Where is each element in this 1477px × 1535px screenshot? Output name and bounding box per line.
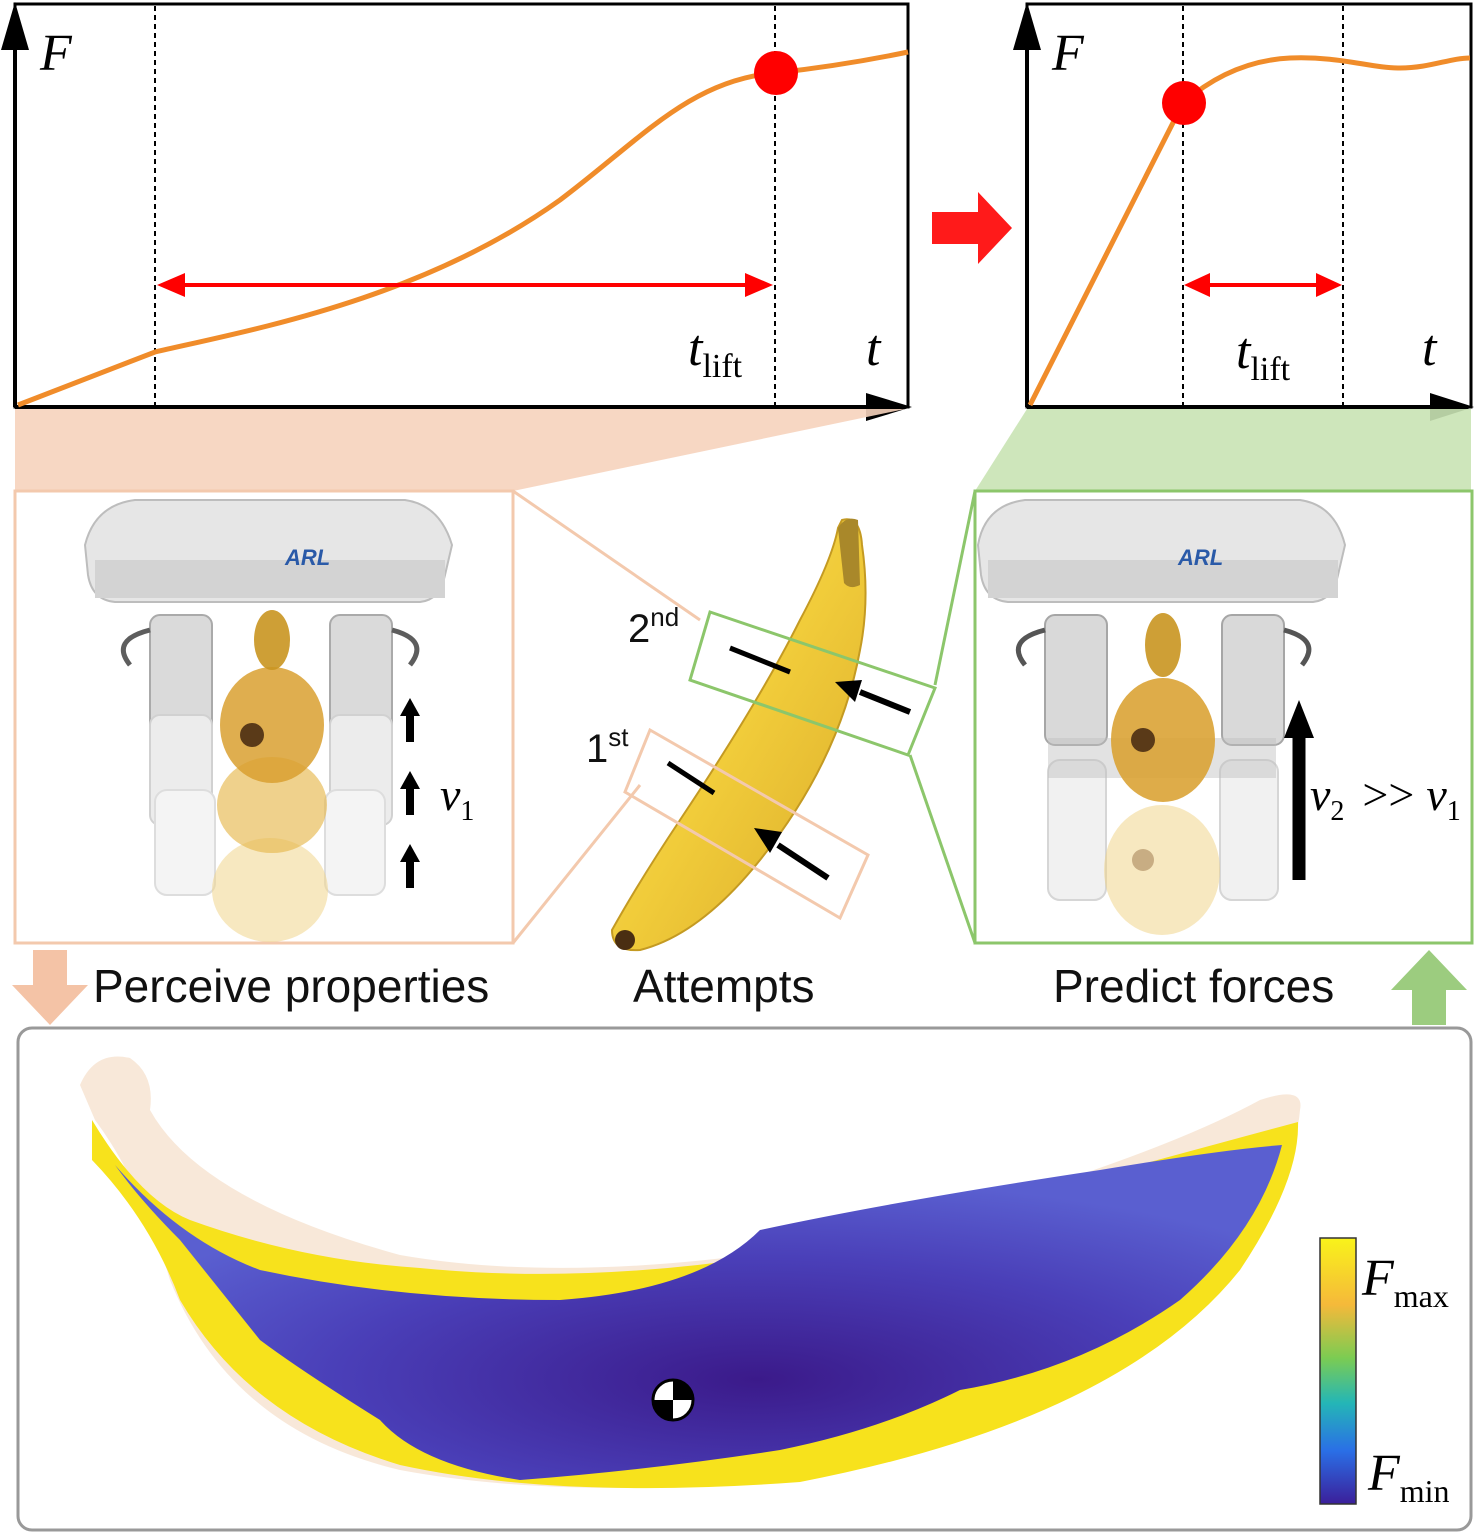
attempts-illustration: 2nd 1st — [511, 489, 977, 952]
left-finger-right-ghost2 — [324, 789, 386, 896]
right-panel-link-top — [933, 490, 977, 686]
left-gripper-panel: ARL v1 — [13, 489, 515, 945]
right-gripper-brand: ARL — [1177, 545, 1223, 570]
right-banana-ghost — [1104, 805, 1220, 935]
right-velocity-arrowhead — [1284, 700, 1314, 738]
attempt-first-box — [623, 727, 870, 921]
right-banana-ghost-tip — [1132, 849, 1154, 871]
left-finger-left-ghost2 — [154, 789, 216, 896]
left-banana-ghost-middle — [217, 757, 327, 853]
right-velocity-label: v2>>v1 — [1310, 769, 1461, 827]
right-banana-main — [1111, 678, 1215, 802]
right-chart-lift-point — [1162, 81, 1206, 125]
right-chart-interval-label: tlift — [1236, 323, 1291, 388]
right-gripper-panel: ARL v2>>v1 — [973, 489, 1474, 945]
force-map-panel: Fmax Fmin — [16, 1026, 1473, 1532]
left-chart-y-label: F — [39, 25, 73, 82]
right-panel-link-bottom — [908, 754, 977, 944]
attempt-second-finger-line — [729, 645, 791, 675]
colorbar-max-label: Fmax — [1361, 1250, 1449, 1314]
left-gripper-brand: ARL — [284, 545, 330, 570]
right-banana-tip — [1131, 728, 1155, 752]
attempt-first-finger-line — [666, 760, 716, 796]
perceive-down-arrow — [12, 950, 88, 1025]
transition-arrow — [932, 192, 1012, 264]
left-velocity-arrows — [400, 698, 420, 888]
predict-up-arrow — [1391, 950, 1467, 1025]
colorbar-min-label: Fmin — [1367, 1445, 1450, 1509]
right-chart-x-label: t — [1422, 320, 1438, 377]
left-banana-stem — [254, 610, 290, 670]
left-banana-main — [220, 667, 324, 783]
attempt-second-arrowhead — [835, 680, 862, 702]
left-force-chart: F t tlift — [1, 2, 912, 421]
left-connector-band — [15, 409, 905, 491]
right-chart-y-arrowhead — [1013, 2, 1041, 50]
left-finger-cable — [120, 627, 420, 667]
right-finger-right — [1221, 614, 1285, 746]
right-chart-interval-arrowhead-left — [1184, 273, 1210, 297]
right-banana-stem — [1145, 613, 1181, 677]
left-chart-interval-arrowhead-left — [157, 273, 185, 297]
force-map-low-force-region — [115, 1145, 1282, 1480]
attempt-second-force-arrow — [858, 689, 912, 715]
right-gripper-head-shade — [988, 560, 1338, 598]
left-gripper-fingers — [120, 614, 420, 896]
right-chart-force-curve — [1027, 55, 1471, 407]
left-velocity-label: v1 — [440, 769, 474, 827]
attempt-second-label: 2nd — [628, 602, 679, 651]
right-finger-left — [1044, 614, 1108, 746]
right-connector-band — [975, 409, 1471, 491]
attempt-second-box — [688, 610, 937, 757]
left-chart-x-label: t — [866, 320, 882, 377]
right-chart-interval-arrowhead-right — [1316, 273, 1342, 297]
predict-caption: Predict forces — [1053, 960, 1334, 1012]
left-banana-ghost-bottom — [212, 838, 328, 942]
middle-banana-body — [610, 518, 867, 952]
left-chart-lift-point — [754, 51, 798, 95]
left-banana-tip — [240, 723, 264, 747]
middle-banana-tip — [615, 930, 635, 950]
center-of-mass-icon — [651, 1378, 695, 1422]
left-chart-x-arrowhead — [866, 393, 912, 421]
left-chart-interval-arrowhead-right — [745, 273, 773, 297]
left-chart-force-curve — [17, 49, 909, 408]
perceive-caption: Perceive properties — [93, 960, 489, 1012]
right-finger-right-ghost — [1219, 759, 1279, 901]
left-chart-y-arrowhead — [1, 2, 29, 50]
attempts-caption: Attempts — [633, 960, 815, 1012]
left-panel-link-bottom — [511, 784, 642, 944]
right-force-chart: F t tlift — [1013, 2, 1474, 421]
left-gripper-head-shade — [95, 560, 445, 598]
left-chart-interval-label: tlift — [688, 320, 743, 385]
attempt-first-arrowhead — [754, 828, 782, 853]
attempt-first-force-arrow — [776, 842, 830, 881]
right-chart-y-label: F — [1051, 25, 1085, 82]
right-finger-left-ghost — [1047, 759, 1107, 901]
colorbar — [1319, 1237, 1357, 1505]
attempt-first-label: 1st — [586, 722, 629, 771]
right-finger-cable — [1015, 627, 1312, 667]
left-panel-link-top — [512, 489, 701, 622]
middle-banana-stem — [838, 518, 860, 588]
